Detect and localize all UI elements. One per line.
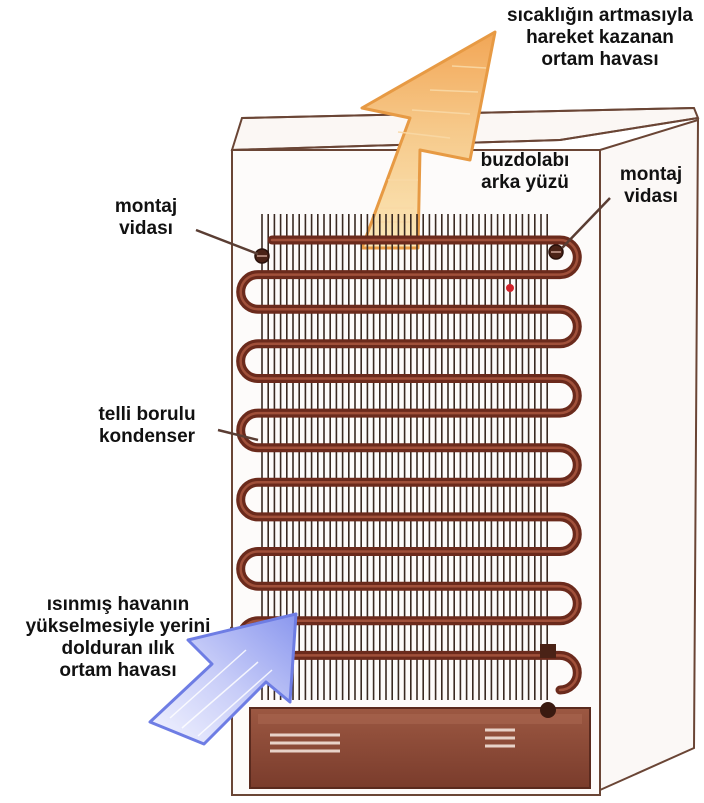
label-hot-air-line-2: hareket kazanan	[498, 27, 702, 49]
label-fridge-back: buzdolabı arka yüzü	[470, 150, 580, 194]
mounting-screw-left	[255, 249, 269, 263]
label-screw-left-line-1: montaj	[96, 196, 196, 218]
label-condenser-line-2: kondenser	[72, 426, 222, 448]
label-screw-left-line-2: vidası	[96, 218, 196, 240]
label-warm-air-line-2: yükselmesiyle yerini	[2, 616, 234, 638]
label-fridge-back-line-1: buzdolabı	[470, 150, 580, 172]
label-fridge-back-line-2: arka yüzü	[470, 172, 580, 194]
label-screw-right-line-1: montaj	[608, 164, 694, 186]
label-hot-air-line-3: ortam havası	[498, 49, 702, 71]
red-dot	[506, 284, 514, 292]
coil-end-fitting	[540, 702, 556, 718]
label-condenser-line-1: telli borulu	[72, 404, 222, 426]
label-warm-air-line-3: dolduran ılık	[2, 638, 234, 660]
label-hot-air: sıcaklığın artmasıyla hareket kazanan or…	[498, 5, 702, 71]
base-compartment	[250, 708, 590, 788]
coil-outlet	[540, 644, 556, 658]
label-warm-air-line-4: ortam havası	[2, 660, 234, 682]
label-warm-air: ısınmış havanın yükselmesiyle yerini dol…	[2, 594, 234, 682]
mounting-screw-right	[549, 245, 563, 259]
label-screw-right: montaj vidası	[608, 164, 694, 208]
label-screw-right-line-2: vidası	[608, 186, 694, 208]
condenser-wires	[262, 214, 547, 700]
label-warm-air-line-1: ısınmış havanın	[2, 594, 234, 616]
label-condenser: telli borulu kondenser	[72, 404, 222, 448]
label-screw-left: montaj vidası	[96, 196, 196, 240]
label-hot-air-line-1: sıcaklığın artmasıyla	[498, 5, 702, 27]
